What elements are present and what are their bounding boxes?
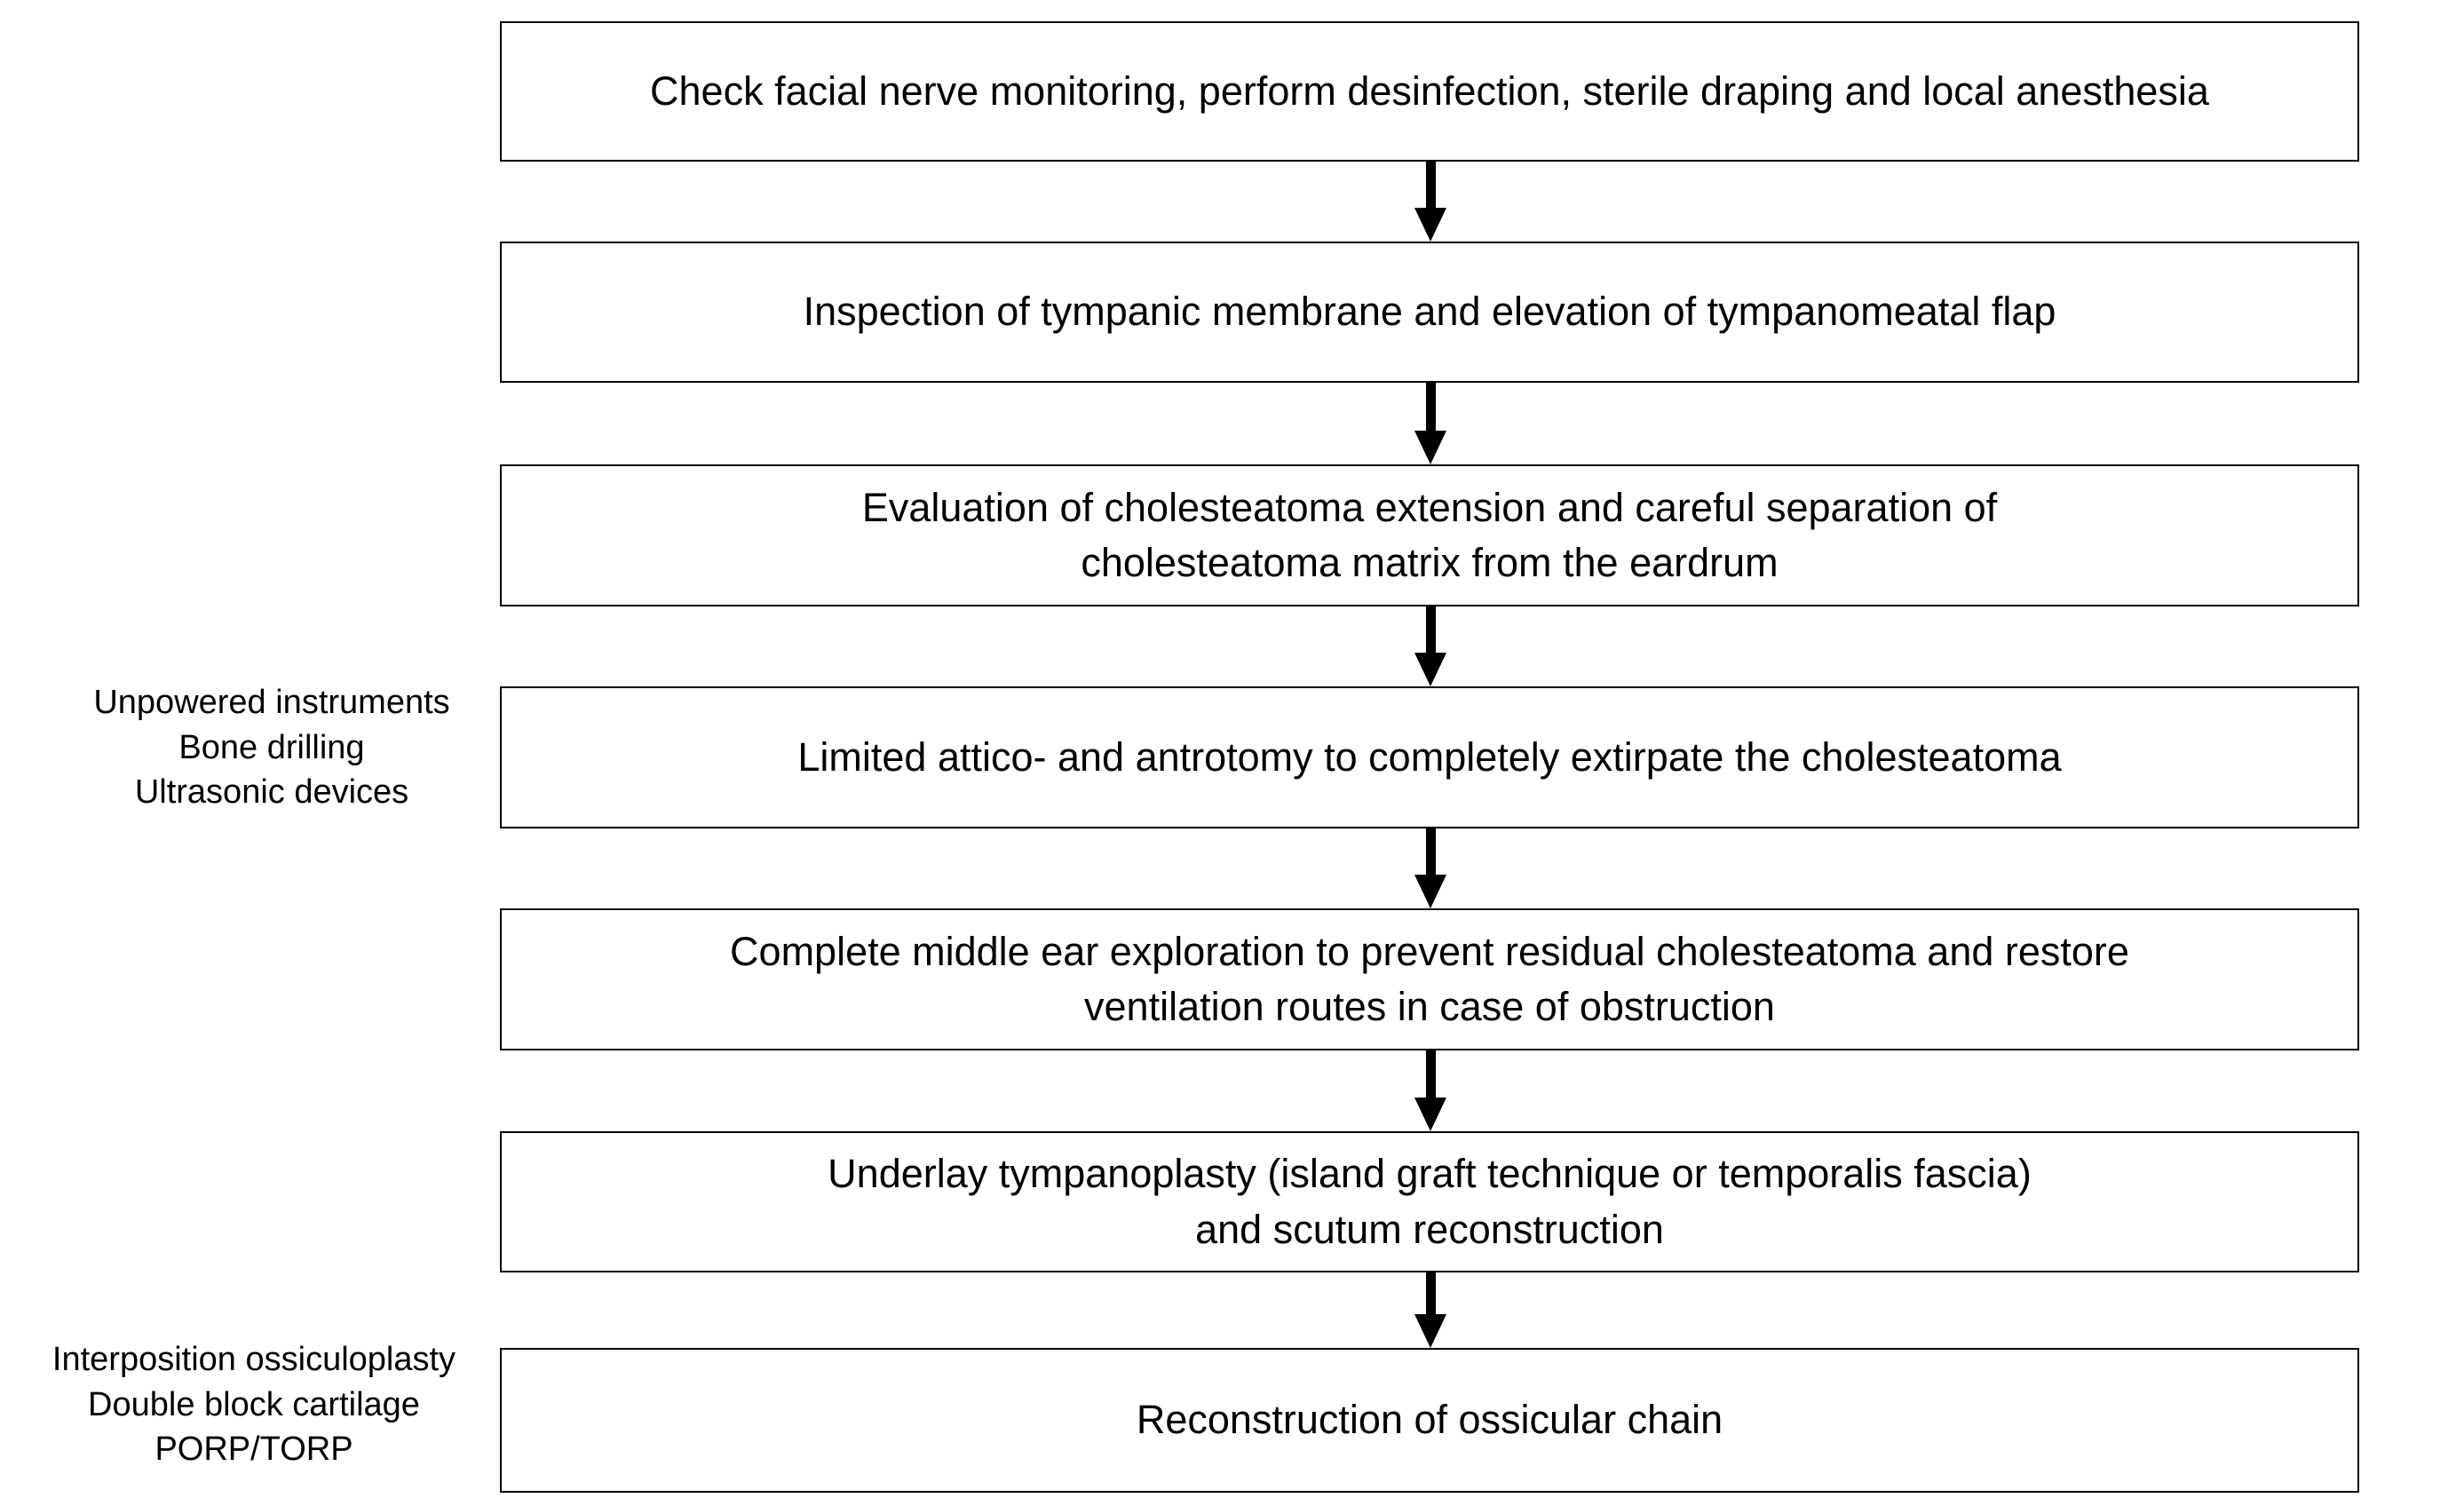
annotation-unpowered-instruments: Unpowered instruments Bone drilling Ultr… <box>93 684 450 812</box>
flow-step-7[interactable]: Reconstruction of ossicular chain <box>500 1348 2359 1493</box>
arrow-shaft <box>1426 162 1436 208</box>
down-arrow-icon-3-4 <box>1414 606 1446 686</box>
flow-step-2[interactable]: Inspection of tympanic membrane and elev… <box>500 242 2359 383</box>
down-arrow-icon-5-6 <box>1414 1050 1446 1131</box>
flow-step-5-label: Complete middle ear exploration to preve… <box>730 928 2129 1029</box>
flow-step-4-label: Limited attico- and antrotomy to complet… <box>797 733 2062 780</box>
arrow-shaft <box>1426 1272 1436 1314</box>
flow-step-1[interactable]: Check facial nerve monitoring, perform d… <box>500 21 2359 162</box>
arrow-head <box>1414 875 1446 908</box>
arrow-head <box>1414 653 1446 686</box>
arrow-head <box>1414 208 1446 242</box>
flow-step-5[interactable]: Complete middle ear exploration to preve… <box>500 908 2359 1050</box>
flow-step-1-label: Check facial nerve monitoring, perform d… <box>650 67 2209 114</box>
down-arrow-icon-1-2 <box>1414 162 1446 242</box>
arrow-shaft <box>1426 383 1436 431</box>
arrow-shaft <box>1426 606 1436 653</box>
flow-step-3-label: Evaluation of cholesteatoma extension an… <box>861 484 1998 585</box>
flow-step-2-label: Inspection of tympanic membrane and elev… <box>803 289 2056 335</box>
down-arrow-icon-2-3 <box>1414 383 1446 464</box>
arrow-head <box>1414 431 1446 464</box>
down-arrow-icon-6-7 <box>1414 1272 1446 1348</box>
flow-step-6-label: Underlay tympanoplasty (island graft tec… <box>828 1151 2032 1252</box>
flow-step-4[interactable]: Limited attico- and antrotomy to complet… <box>500 686 2359 828</box>
down-arrow-icon-4-5 <box>1414 828 1446 908</box>
flow-step-3[interactable]: Evaluation of cholesteatoma extension an… <box>500 464 2359 606</box>
flow-step-7-label: Reconstruction of ossicular chain <box>1136 1397 1723 1443</box>
flow-step-6[interactable]: Underlay tympanoplasty (island graft tec… <box>500 1131 2359 1272</box>
annotation-interposition-ossiculoplasty: Interposition ossiculoplasty Double bloc… <box>51 1341 456 1469</box>
arrow-shaft <box>1426 828 1436 875</box>
arrow-shaft <box>1426 1050 1436 1098</box>
arrow-head <box>1414 1314 1446 1348</box>
arrow-head <box>1414 1098 1446 1131</box>
